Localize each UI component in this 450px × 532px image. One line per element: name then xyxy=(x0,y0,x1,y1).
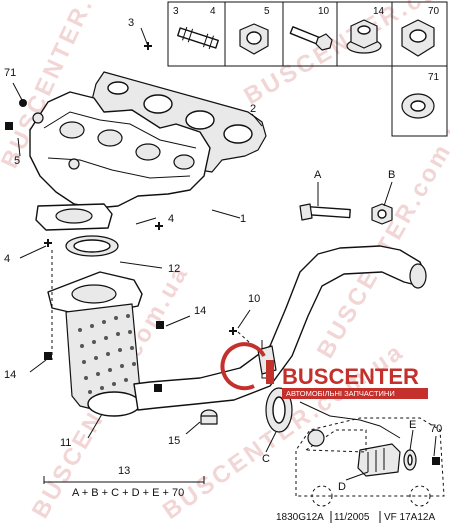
kit-formula: A + B + C + D + E + 70 xyxy=(72,487,184,499)
lock-nut-icon xyxy=(401,19,435,57)
square-marker-icon xyxy=(154,384,162,392)
square-marker-icon xyxy=(432,457,440,465)
callout-12: 12 xyxy=(168,263,180,275)
bolt-icon xyxy=(289,26,333,51)
fastener-legend: 3 4 5 10 14 70 71 xyxy=(167,1,448,137)
plug-15 xyxy=(200,409,218,425)
callout-2: 2 xyxy=(250,103,256,115)
silencer-d xyxy=(357,443,401,477)
legend-label-3: 3 xyxy=(173,6,179,17)
fastener-markers xyxy=(5,42,440,465)
diagram-date: 11/2005 xyxy=(334,512,370,523)
callout-14: 14 xyxy=(4,369,16,381)
callout-a: A xyxy=(314,169,322,181)
legend-label-70: 70 xyxy=(428,6,440,17)
callout-b: B xyxy=(388,169,395,181)
square-marker-icon xyxy=(44,352,52,360)
legend-label-4: 4 xyxy=(210,6,216,17)
callout-1: 1 xyxy=(240,213,246,225)
callout-14: 14 xyxy=(194,305,206,317)
ring-e xyxy=(403,449,417,471)
cross-marker-icon xyxy=(144,42,152,50)
callout-70: 70 xyxy=(430,423,442,435)
cross-marker-icon xyxy=(229,327,237,335)
callouts: 3 71 5 2 1 4 4 12 14 14 10 11 15 C A B D… xyxy=(4,17,442,499)
exhaust-manifold xyxy=(29,91,211,231)
vehicle-model: VF 17A12A xyxy=(384,512,435,523)
callout-10: 10 xyxy=(248,293,260,305)
callout-d: D xyxy=(338,481,346,493)
vehicle-silhouette-icon xyxy=(295,417,445,507)
callout-4: 4 xyxy=(168,213,174,225)
stud-icon xyxy=(177,26,219,50)
leader-lines xyxy=(12,27,437,484)
cross-marker-icon xyxy=(155,222,163,230)
legend-label-14: 14 xyxy=(373,6,385,17)
diagram-ref: 1830G12A xyxy=(276,512,324,523)
cross-marker-icon xyxy=(44,239,52,247)
legend-label-5: 5 xyxy=(264,6,270,17)
flange-nut-icon xyxy=(346,19,382,54)
catalytic-converter xyxy=(47,271,143,417)
callout-13: 13 xyxy=(118,465,130,477)
square-marker-icon xyxy=(5,122,13,130)
gasket-ring xyxy=(65,235,119,257)
brand-name: BUSCENTER xyxy=(282,364,419,389)
washer-icon xyxy=(401,93,435,119)
hex-nut-icon xyxy=(239,23,269,55)
legend-label-71: 71 xyxy=(428,72,440,83)
callout-4: 4 xyxy=(4,253,10,265)
watermark-text: BUSCENTER.com.ua xyxy=(312,100,450,363)
dot-marker-icon xyxy=(19,99,27,107)
nut-b xyxy=(371,203,393,225)
callout-c: C xyxy=(262,453,270,465)
legend-label-10: 10 xyxy=(318,6,330,17)
brand-logo: BUSCENTER АВТОМОБІЛЬНІ ЗАПЧАСТИНИ xyxy=(220,342,428,399)
callout-71: 71 xyxy=(4,67,16,79)
bolt-a xyxy=(299,203,351,221)
callout-15: 15 xyxy=(168,435,180,447)
footer-reference: 1830G12A 11/2005 VF 17A12A xyxy=(276,511,435,523)
callout-5: 5 xyxy=(14,155,20,167)
heat-shield-perforation xyxy=(78,314,136,394)
brand-tagline: АВТОМОБІЛЬНІ ЗАПЧАСТИНИ xyxy=(286,389,395,398)
callout-3: 3 xyxy=(128,17,134,29)
callout-11: 11 xyxy=(60,437,71,449)
square-marker-icon xyxy=(156,321,164,329)
callout-e: E xyxy=(409,419,416,431)
